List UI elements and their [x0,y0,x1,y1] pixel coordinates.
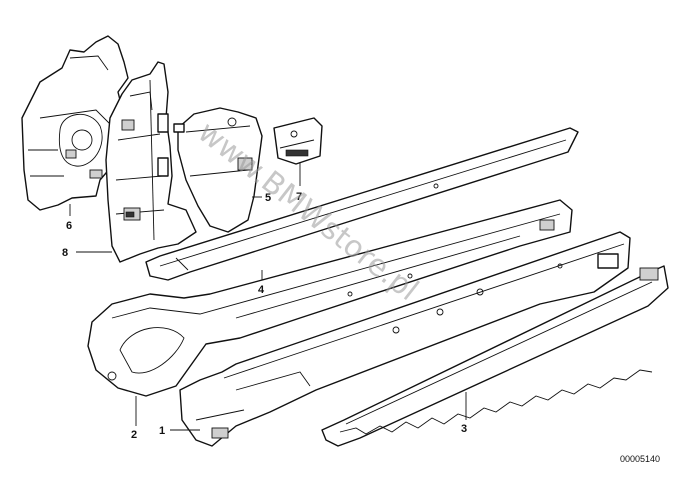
part-4-sill-trim[interactable] [145,127,579,281]
part-3-lower-reinforcement[interactable] [321,265,669,447]
part-7-bracket[interactable] [273,117,323,165]
callout-1: 1 [159,425,165,437]
reference-number: 00005140 [620,454,660,464]
leader-lines [69,162,467,431]
callout-4: 4 [258,284,265,296]
callout-5: 5 [265,192,271,204]
part-2-rocker-panel[interactable] [87,199,573,397]
part-5-inner-panel[interactable] [173,107,263,233]
callout-7: 7 [296,191,302,203]
callout-6: 6 [66,220,72,232]
callout-3: 3 [461,423,467,435]
part-1-inner-rocker[interactable] [179,231,631,447]
callout-8: 8 [62,247,68,259]
callout-2: 2 [131,429,137,441]
part-8-pillar-panel[interactable] [105,61,197,263]
